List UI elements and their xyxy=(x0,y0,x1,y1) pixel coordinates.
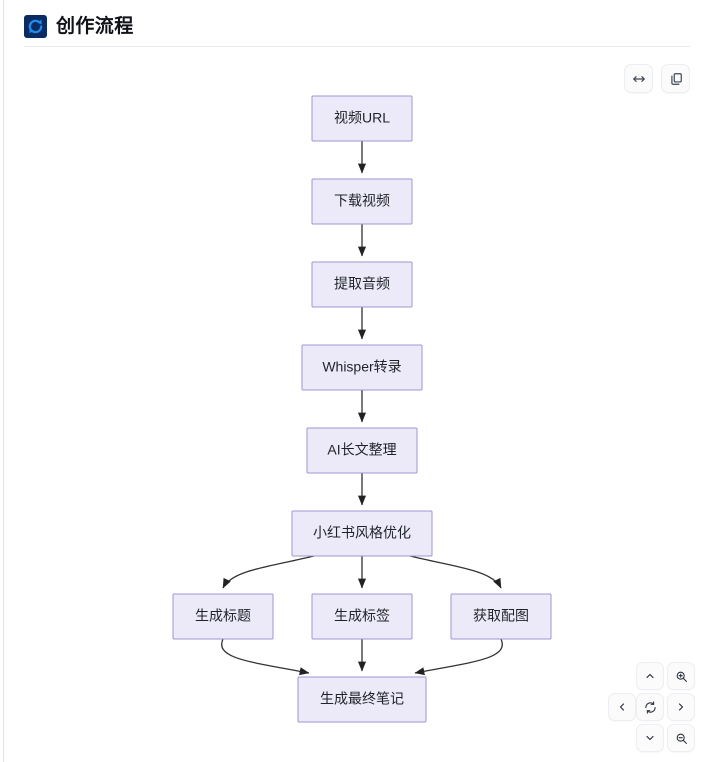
header-divider xyxy=(24,46,690,47)
node-label: 生成最终笔记 xyxy=(320,691,404,707)
node-label: 下载视频 xyxy=(334,193,390,209)
zoom-out-button[interactable] xyxy=(667,724,695,752)
node-n10[interactable]: 生成最终笔记 xyxy=(297,676,427,723)
node-label: 生成标签 xyxy=(334,608,390,624)
node-label: 小红书风格优化 xyxy=(313,525,411,541)
node-label: 提取音频 xyxy=(334,276,390,292)
node-n4[interactable]: Whisper转录 xyxy=(301,344,423,391)
pan-up-button[interactable] xyxy=(636,662,664,690)
canvas-toolbar xyxy=(624,64,690,93)
edge-n6-n9 xyxy=(409,555,502,589)
node-label: Whisper转录 xyxy=(322,359,401,375)
flowchart: 视频URL 下载视频 提取音频 Whisper转录 AI长文整理 小红书风格优化 xyxy=(172,95,552,723)
pan-right-button[interactable] xyxy=(667,693,695,721)
node-n3[interactable]: 提取音频 xyxy=(311,261,413,308)
node-n9[interactable]: 获取配图 xyxy=(450,593,552,640)
node-n5[interactable]: AI长文整理 xyxy=(306,427,418,474)
node-label: AI长文整理 xyxy=(327,442,396,458)
edge-group xyxy=(221,141,503,676)
edge-n6-n7 xyxy=(222,555,315,589)
chevron-down-icon xyxy=(644,732,656,744)
chevron-up-icon xyxy=(644,670,656,682)
edge-n7-n10 xyxy=(221,638,310,676)
page-left-edge xyxy=(3,0,4,762)
node-n2[interactable]: 下载视频 xyxy=(311,178,413,225)
reset-view-button[interactable] xyxy=(636,693,664,721)
copy-button[interactable] xyxy=(661,64,690,93)
copy-icon xyxy=(669,72,683,86)
edge-n9-n10 xyxy=(414,638,503,676)
node-label: 视频URL xyxy=(334,110,390,126)
page-header: 创作流程 xyxy=(24,12,134,40)
horizontal-double-arrow-icon xyxy=(632,72,646,86)
chevron-right-icon xyxy=(675,701,687,713)
zoom-in-button[interactable] xyxy=(667,662,695,690)
node-n8[interactable]: 生成标签 xyxy=(311,593,413,640)
sync-refresh-icon xyxy=(24,14,47,38)
pan-left-button[interactable] xyxy=(608,693,636,721)
node-label: 生成标题 xyxy=(195,608,251,624)
magnifier-minus-icon xyxy=(675,732,688,745)
refresh-icon xyxy=(644,700,657,714)
node-n7[interactable]: 生成标题 xyxy=(172,593,274,640)
node-n1[interactable]: 视频URL xyxy=(311,95,413,142)
page-title: 创作流程 xyxy=(56,15,134,37)
chevron-left-icon xyxy=(616,701,628,713)
diagram-canvas[interactable]: 视频URL 下载视频 提取音频 Whisper转录 AI长文整理 小红书风格优化 xyxy=(4,47,714,762)
fit-width-button[interactable] xyxy=(624,64,653,93)
canvas-nav-controls xyxy=(608,662,696,752)
node-label: 获取配图 xyxy=(473,608,529,624)
pan-down-button[interactable] xyxy=(636,724,664,752)
magnifier-plus-icon xyxy=(675,670,688,683)
node-n6[interactable]: 小红书风格优化 xyxy=(291,510,433,557)
